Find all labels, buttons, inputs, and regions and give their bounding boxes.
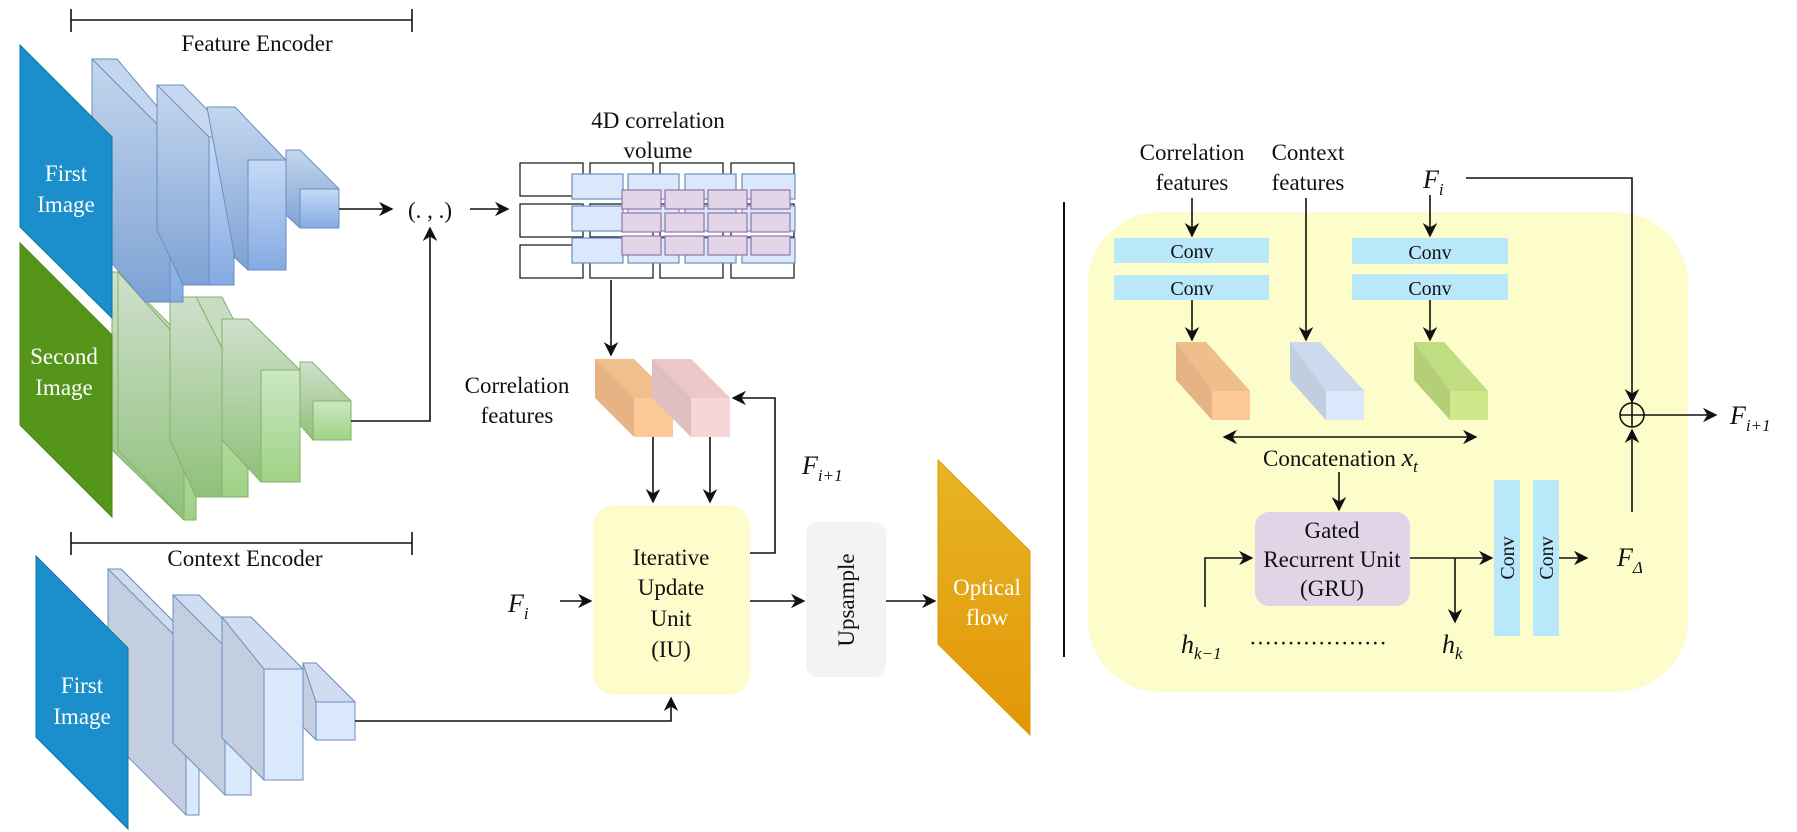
rp-flow-conv-1[interactable]	[1352, 238, 1508, 264]
volume-front-cell	[707, 212, 748, 233]
gru-label-line3: (GRU)	[1300, 576, 1364, 601]
blue-layer-3-front	[247, 159, 287, 271]
volume-front-cell	[621, 235, 662, 256]
context-first-image-label-line2: Image	[53, 704, 110, 729]
context-to-iu-arrow	[355, 696, 679, 722]
gru-label-line2: Recurrent Unit	[1263, 547, 1401, 572]
rp-output-conv-2-label: Conv	[1536, 536, 1558, 579]
optical-flow-label-line2: flow	[966, 605, 1009, 630]
rp-correlation-cube	[1176, 342, 1250, 420]
feature-encoder-label: Feature Encoder	[181, 31, 333, 56]
rp-output-flow-label: Fi+1	[1729, 401, 1771, 435]
rp-output-conv-2[interactable]	[1533, 480, 1559, 636]
first-image-encoder-stack	[90, 58, 340, 303]
rp-input-flow-label: Fi	[1422, 165, 1444, 199]
first-image-label-line2: Image	[37, 192, 94, 217]
second-image-label-line2: Image	[35, 375, 92, 400]
gru-label-line1: Gated	[1305, 518, 1360, 543]
second-image-encoder-stack	[111, 270, 352, 522]
second-image-plane	[19, 241, 113, 519]
correlation-volume	[519, 162, 796, 279]
delta-flow-label: FΔ	[1616, 543, 1643, 577]
hidden-prev-to-gru-arrow	[1204, 550, 1254, 607]
rp-corr-conv-2-label: Conv	[1170, 278, 1213, 300]
volume-mid-cell	[571, 173, 624, 200]
volume-front-cell	[621, 189, 662, 210]
correlation-volume-label-line1: 4D correlation	[591, 108, 725, 133]
context-encoder-stack	[106, 568, 357, 816]
iu-label-line4: (IU)	[651, 637, 691, 662]
first-image-plane	[19, 43, 113, 320]
iu-label-line1: Iterative	[633, 545, 710, 570]
upsample-box[interactable]	[806, 522, 886, 677]
volume-mid-cell	[571, 237, 624, 264]
correlation-feature-cube-pink	[652, 359, 730, 437]
rp-context-cube	[1290, 342, 1364, 420]
rp-output-conv-1[interactable]	[1494, 480, 1520, 636]
correlation-features-label-line1: Correlation	[465, 373, 570, 398]
rp-flow-cube	[1414, 342, 1488, 420]
concatenation-label: Concatenation xt	[1263, 443, 1419, 476]
volume-front-cell	[621, 212, 662, 233]
rp-flow-conv-2[interactable]	[1352, 274, 1508, 300]
correlation-features-label-line2: features	[481, 403, 554, 428]
volume-front-cell	[664, 189, 705, 210]
iu-output-flow-label: Fi+1	[801, 451, 843, 485]
upsample-label: Upsample	[834, 553, 859, 646]
volume-front-cell	[750, 212, 791, 233]
context-encoder-label: Context Encoder	[167, 546, 323, 571]
iterative-update-unit-box[interactable]	[593, 505, 750, 695]
rp-correlation-features-line1: Correlation	[1140, 140, 1245, 165]
context-encoder-bracket	[70, 532, 413, 555]
context-first-image-label-line1: First	[61, 673, 104, 698]
second-image-label-line1: Second	[30, 344, 98, 369]
hidden-prev-label: hk−1	[1181, 630, 1222, 663]
iu-label-line2: Update	[638, 575, 704, 600]
volume-front-cell	[664, 235, 705, 256]
dot-product-symbol: (. , .)	[408, 198, 452, 223]
fi-to-sum-arrow	[1466, 177, 1640, 404]
iu-input-flow-label: Fi	[507, 589, 529, 623]
green-layer-3-front	[260, 369, 301, 483]
green-layer-4-front	[312, 400, 352, 441]
rp-flow-conv-2-label: Conv	[1408, 278, 1451, 300]
context-first-image-plane	[35, 554, 129, 831]
gru-box[interactable]	[1255, 512, 1410, 606]
rp-corr-conv-1[interactable]	[1114, 238, 1269, 263]
rp-correlation-features-line2: features	[1156, 170, 1229, 195]
optical-flow-label-line1: Optical	[953, 575, 1021, 600]
hidden-next-label: hk	[1442, 630, 1463, 663]
feedback-loop-arrow	[731, 390, 776, 554]
feature-encoder-bracket	[70, 9, 413, 32]
volume-mid-cell	[571, 205, 624, 232]
volume-front-cell	[750, 189, 791, 210]
correlation-volume-label-line2: volume	[624, 138, 693, 163]
optical-flow-plane	[937, 458, 1031, 737]
volume-front-cell	[707, 189, 748, 210]
first-image-label-line1: First	[45, 161, 88, 186]
oplus-icon	[1619, 402, 1645, 428]
second-features-arrow	[351, 226, 438, 422]
volume-front-cell	[707, 235, 748, 256]
blue-layer-4-front	[299, 188, 340, 229]
hidden-state-dots: ··················	[1249, 631, 1387, 656]
rp-context-features-line1: Context	[1272, 140, 1345, 165]
rp-corr-conv-2[interactable]	[1114, 275, 1269, 300]
rp-output-conv-1-label: Conv	[1497, 536, 1519, 579]
rp-flow-conv-1-label: Conv	[1408, 242, 1451, 264]
rp-context-features-line2: features	[1272, 170, 1345, 195]
volume-front-cell	[664, 212, 705, 233]
iu-label-line3: Unit	[651, 606, 693, 631]
volume-front-cell	[750, 235, 791, 256]
rp-corr-conv-1-label: Conv	[1170, 241, 1213, 263]
